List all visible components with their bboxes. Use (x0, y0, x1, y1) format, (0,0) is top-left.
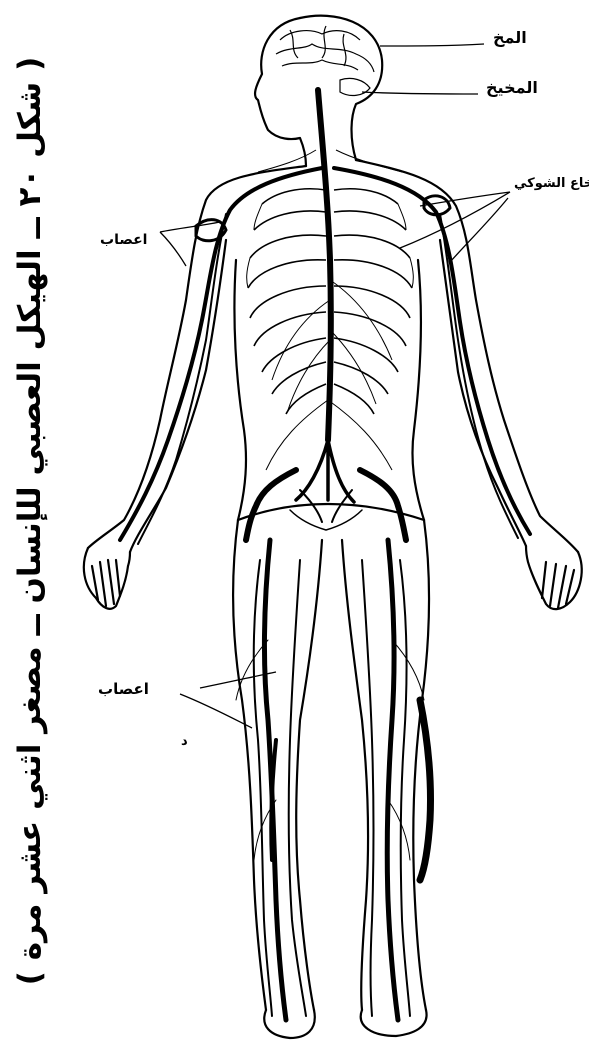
label-spinal-cord: النخاع الشوكي (514, 176, 589, 191)
label-mark: د (181, 734, 188, 749)
leader-lines (160, 44, 510, 728)
label-nerves-upper: اعصاب (100, 232, 147, 248)
arm-nerves (120, 168, 530, 544)
label-nerves-lower: اعصاب (98, 680, 149, 698)
label-brain: المخ (493, 28, 527, 47)
brain-texture (276, 26, 374, 95)
label-cerebellum: المخيخ (486, 78, 538, 97)
leg-nerves (236, 540, 431, 1020)
figure-caption: ( شكل ٢٠ ــ الهيكل العصبي للإنسان ــ مصغ… (12, 57, 48, 985)
